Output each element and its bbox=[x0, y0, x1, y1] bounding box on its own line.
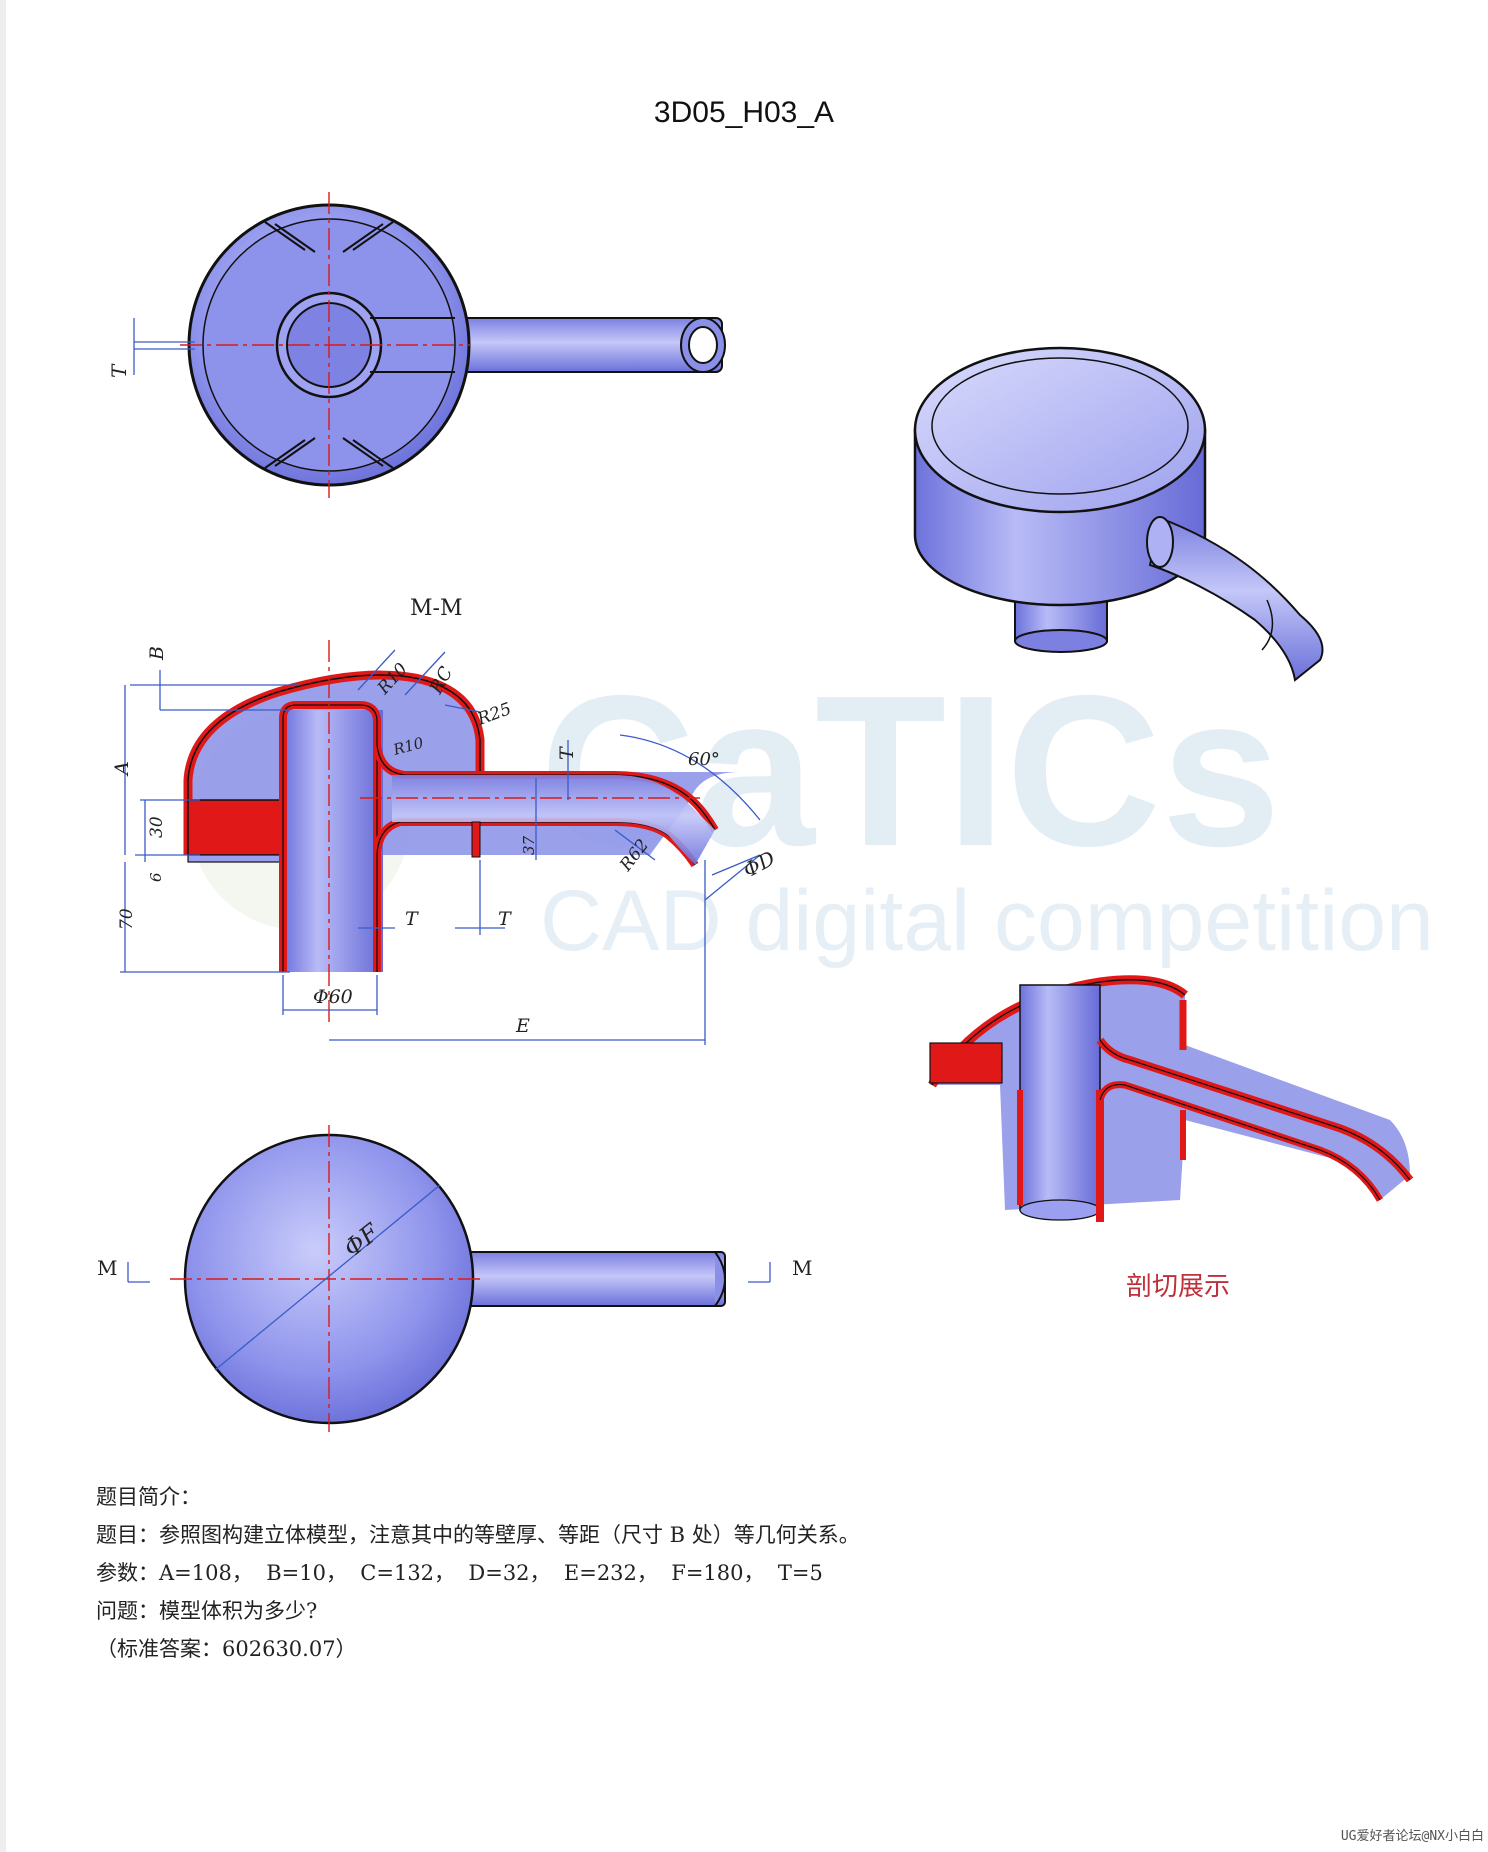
dim-37: 37 bbox=[520, 835, 538, 855]
section-marker-left: M bbox=[97, 1256, 117, 1280]
dim-T-top: T bbox=[107, 363, 131, 378]
footer-credit: UG爱好者论坛@NX小白白 bbox=[1340, 1829, 1484, 1844]
cutaway-view bbox=[928, 975, 1414, 1222]
dim-B: B bbox=[146, 646, 168, 661]
problem-info: 题目简介： 题目：参照图构建立体模型，注意其中的等壁厚、等距（尺寸 B 处）等几… bbox=[96, 1478, 860, 1668]
dim-E: E bbox=[515, 1015, 530, 1037]
dim-T-wall-2: T bbox=[498, 908, 512, 930]
dim-6: 6 bbox=[147, 872, 165, 882]
watermark-logo: CaTICs bbox=[540, 650, 1281, 891]
page-edge bbox=[0, 0, 6, 1852]
dim-phi60: Φ60 bbox=[313, 986, 353, 1008]
info-task: 题目：参照图构建立体模型，注意其中的等壁厚、等距（尺寸 B 处）等几何关系。 bbox=[96, 1523, 860, 1547]
info-answer: （标准答案：602630.07） bbox=[96, 1637, 357, 1661]
section-dimensions bbox=[120, 649, 761, 1045]
isometric-view bbox=[913, 346, 1324, 682]
drawing-title: 3D05_H03_A bbox=[653, 96, 835, 129]
dim-A: A bbox=[111, 761, 133, 777]
dim-30: 30 bbox=[147, 816, 167, 838]
dim-angle: 60° bbox=[688, 749, 720, 770]
dim-R25: R25 bbox=[474, 699, 514, 730]
cutaway-caption: 剖切展示 bbox=[1126, 1272, 1231, 1302]
dim-70: 70 bbox=[117, 908, 137, 930]
dim-T-wall: T bbox=[405, 908, 419, 930]
section-marker-right: M bbox=[792, 1256, 812, 1280]
info-heading: 题目简介： bbox=[96, 1485, 201, 1509]
section-label: M-M bbox=[410, 596, 463, 621]
top-view: T bbox=[107, 192, 726, 498]
info-params: 参数：A=108， B=10， C=132， D=32， E=232， F=18… bbox=[96, 1561, 823, 1585]
section-view bbox=[183, 640, 740, 1025]
dim-T-pipe: T bbox=[556, 746, 578, 760]
watermark-subtitle: CAD digital competition bbox=[540, 873, 1434, 969]
info-question: 问题：模型体积为多少? bbox=[96, 1599, 318, 1623]
bottom-view bbox=[127, 1125, 771, 1432]
